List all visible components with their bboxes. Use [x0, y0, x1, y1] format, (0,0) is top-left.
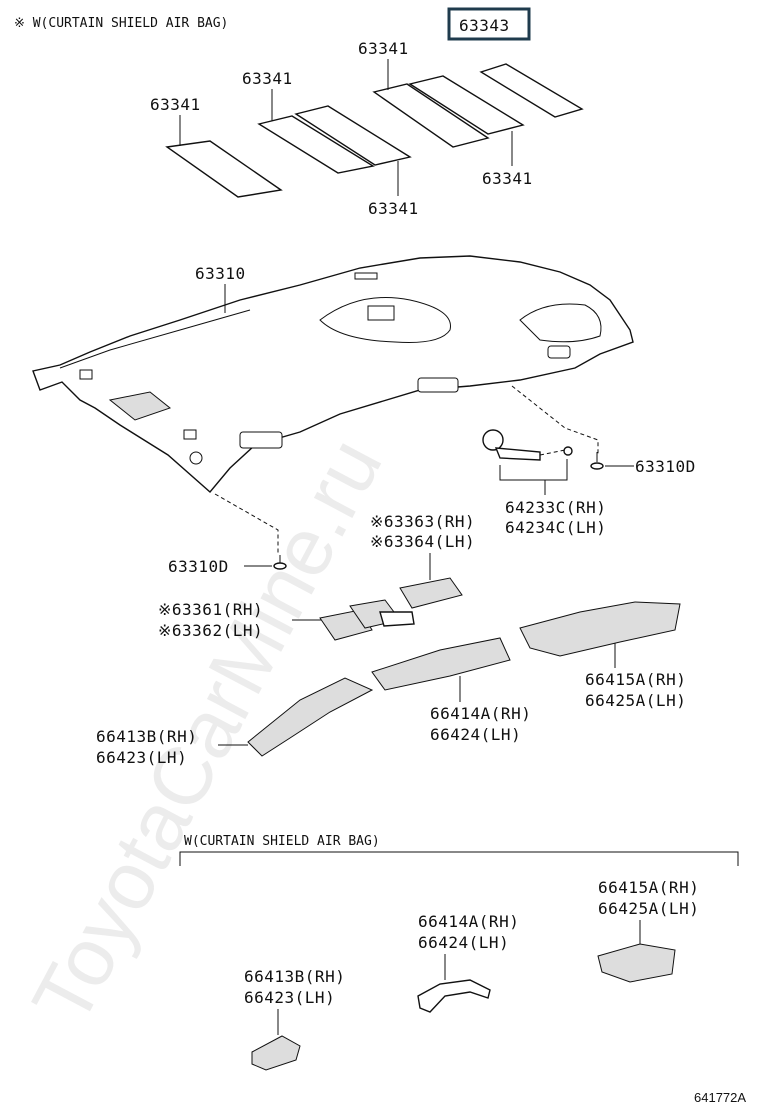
image-code: 641772A [694, 1090, 746, 1105]
label-63362[interactable]: ※63362(LH) [158, 621, 263, 640]
label-66415a-upper[interactable]: 66415A(RH) [585, 670, 686, 689]
label-63341-a[interactable]: 63341 [150, 95, 201, 114]
pad-63341-b[interactable] [257, 115, 375, 174]
label-66423-upper[interactable]: 66423(LH) [96, 748, 187, 767]
dash-clip-left [214, 493, 279, 553]
grab-handle-opening-1 [417, 377, 459, 393]
visor-recess [108, 391, 172, 421]
pad-63341-c[interactable] [294, 105, 412, 166]
label-63343[interactable]: 63343 [459, 16, 510, 35]
label-63363[interactable]: ※63363(RH) [370, 512, 475, 531]
label-63310d-left[interactable]: 63310D [168, 557, 229, 576]
pad-63341-d[interactable] [372, 83, 490, 148]
pad-63341-e[interactable] [408, 75, 525, 135]
clip-63310d-right[interactable] [590, 452, 604, 470]
note-curtain-shield-top: ※ W(CURTAIN SHIELD AIR BAG) [14, 16, 228, 31]
grab-handle-opening-2 [239, 431, 283, 449]
visor-holder[interactable] [482, 429, 573, 461]
label-66424-lower[interactable]: 66424(LH) [418, 933, 509, 952]
label-66423-lower[interactable]: 66423(LH) [244, 988, 335, 1007]
label-63341-e[interactable]: 63341 [482, 169, 533, 188]
rear-recess [519, 303, 602, 343]
label-64233c[interactable]: 64233C(RH) [505, 498, 606, 517]
label-66425a-upper[interactable]: 66425A(LH) [585, 691, 686, 710]
tab-front [354, 272, 378, 280]
bracket-visor-holder [499, 459, 568, 481]
label-64234c[interactable]: 64234C(LH) [505, 518, 606, 537]
label-63310d-right[interactable]: 63310D [635, 457, 696, 476]
grab-handle-opening-3 [547, 345, 571, 359]
label-66414a-upper[interactable]: 66414A(RH) [430, 704, 531, 723]
garnish-66415a-lower[interactable] [597, 943, 676, 983]
note-curtain-shield-lower: W(CURTAIN SHIELD AIR BAG) [184, 834, 380, 849]
label-63361[interactable]: ※63361(RH) [158, 600, 263, 619]
garnish-66413b-upper[interactable] [247, 677, 374, 757]
label-63341-c[interactable]: 63341 [358, 39, 409, 58]
label-66425a-lower[interactable]: 66425A(LH) [598, 899, 699, 918]
part-63361[interactable] [319, 599, 415, 641]
bracket-66414a-lower[interactable] [417, 979, 491, 1013]
pad-63341-a[interactable] [165, 140, 283, 198]
label-63341-d[interactable]: 63341 [368, 199, 419, 218]
dash-clip-right [511, 385, 599, 456]
label-66413b-lower[interactable]: 66413B(RH) [244, 967, 345, 986]
label-66424-upper[interactable]: 66424(LH) [430, 725, 521, 744]
bracket-lower-group [179, 851, 739, 866]
label-66413b-upper[interactable]: 66413B(RH) [96, 727, 197, 746]
watermark: ToyotaCarMine.ru [16, 424, 400, 1038]
garnish-66413b-lower[interactable] [251, 1035, 301, 1071]
label-66414a-lower[interactable]: 66414A(RH) [418, 912, 519, 931]
contour-line [59, 309, 251, 369]
headliner-pads [165, 63, 584, 198]
garnish-66414a-upper[interactable] [371, 637, 511, 691]
headliner-63310[interactable] [32, 255, 634, 494]
dome-lamp-opening [367, 305, 395, 321]
mount-hole [189, 451, 203, 465]
clip-63310d-left[interactable] [273, 555, 287, 570]
part-63363[interactable] [399, 577, 463, 609]
label-63364[interactable]: ※63364(LH) [370, 532, 475, 551]
label-66415a-lower[interactable]: 66415A(RH) [598, 878, 699, 897]
clip-hole-2 [183, 429, 197, 440]
clip-hole-1 [79, 369, 93, 380]
garnish-66415a-upper[interactable] [519, 601, 681, 657]
highlight-63343 [447, 7, 531, 41]
label-63341-b[interactable]: 63341 [242, 69, 293, 88]
pad-63343[interactable] [479, 63, 584, 118]
label-63310[interactable]: 63310 [195, 264, 246, 283]
